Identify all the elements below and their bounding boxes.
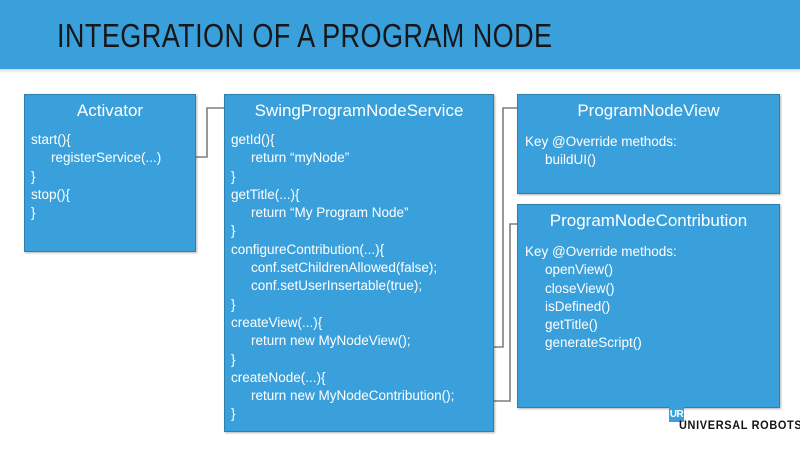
code-line: } [31, 168, 36, 184]
code-line: } [31, 205, 36, 221]
box-swing-program-node-service-body: getId(){ return “myNode”} getTitle(...){ re… [225, 122, 493, 424]
code-line: return new MyNodeContribution(); [251, 388, 455, 404]
box-program-node-view-title: ProgramNodeView [577, 101, 720, 120]
code-line: start(){ [31, 132, 71, 147]
box-swing-program-node-service[interactable]: SwingProgramNodeService getId(){ return “… [224, 94, 494, 432]
code-line: buildUI() [545, 152, 597, 168]
box-swing-program-node-service-title: SwingProgramNodeService [254, 101, 464, 120]
code-line: return new MyNodeView(); [251, 333, 411, 349]
box-activator[interactable]: Activator start(){registerService(...)}s… [24, 94, 196, 252]
code-line: registerService(...) [51, 150, 162, 166]
code-line: isDefined() [545, 298, 611, 314]
code-line: } [231, 351, 236, 367]
box-activator-body: start(){ registerService(...)} stop(){} [25, 122, 195, 222]
code-line: } [231, 168, 236, 184]
code-line: Key @Override methods: [525, 244, 677, 259]
code-line: closeView() [545, 280, 615, 296]
code-line: } [231, 406, 236, 422]
code-line: } [231, 223, 236, 239]
code-line: getId(){ [231, 132, 275, 147]
code-line: configureContribution(...){ [231, 241, 385, 257]
universal-robots-logo: UR UNIVERSAL ROBOTS [669, 407, 800, 437]
code-line: createView(...){ [231, 314, 323, 330]
code-line: getTitle() [545, 317, 598, 333]
slide-header-band [0, 0, 800, 69]
slide-header-shadow [0, 69, 800, 73]
code-line: return “My Program Node” [251, 205, 409, 221]
code-line: return “myNode” [251, 150, 350, 166]
box-program-node-contribution-body: Key @Override methods: openView() closeVie… [518, 232, 779, 353]
code-line: createNode(...){ [231, 369, 326, 385]
box-activator-title: Activator [76, 101, 144, 120]
box-program-node-view[interactable]: ProgramNodeView Key @Override methods: bu… [517, 94, 780, 194]
code-line: stop(){ [31, 186, 71, 202]
box-program-node-contribution[interactable]: ProgramNodeContribution Key @Override me… [517, 204, 780, 408]
code-line: generateScript() [545, 335, 642, 351]
code-line: Key @Override methods: [525, 134, 677, 149]
page-title: INTEGRATION OF A PROGRAM NODE [57, 17, 553, 54]
box-program-node-view-body: Key @Override methods: buildUI() [518, 122, 779, 170]
code-line: conf.setChildrenAllowed(false); [251, 260, 438, 276]
ur-mark-icon: UR [669, 407, 684, 422]
logo-wordmark: UNIVERSAL ROBOTS [679, 420, 800, 432]
code-line: } [231, 296, 236, 312]
code-line: getTitle(...){ [231, 186, 300, 202]
code-line: conf.setUserInsertable(true); [251, 278, 423, 294]
code-line: openView() [545, 262, 614, 278]
box-program-node-contribution-title: ProgramNodeContribution [549, 211, 748, 230]
